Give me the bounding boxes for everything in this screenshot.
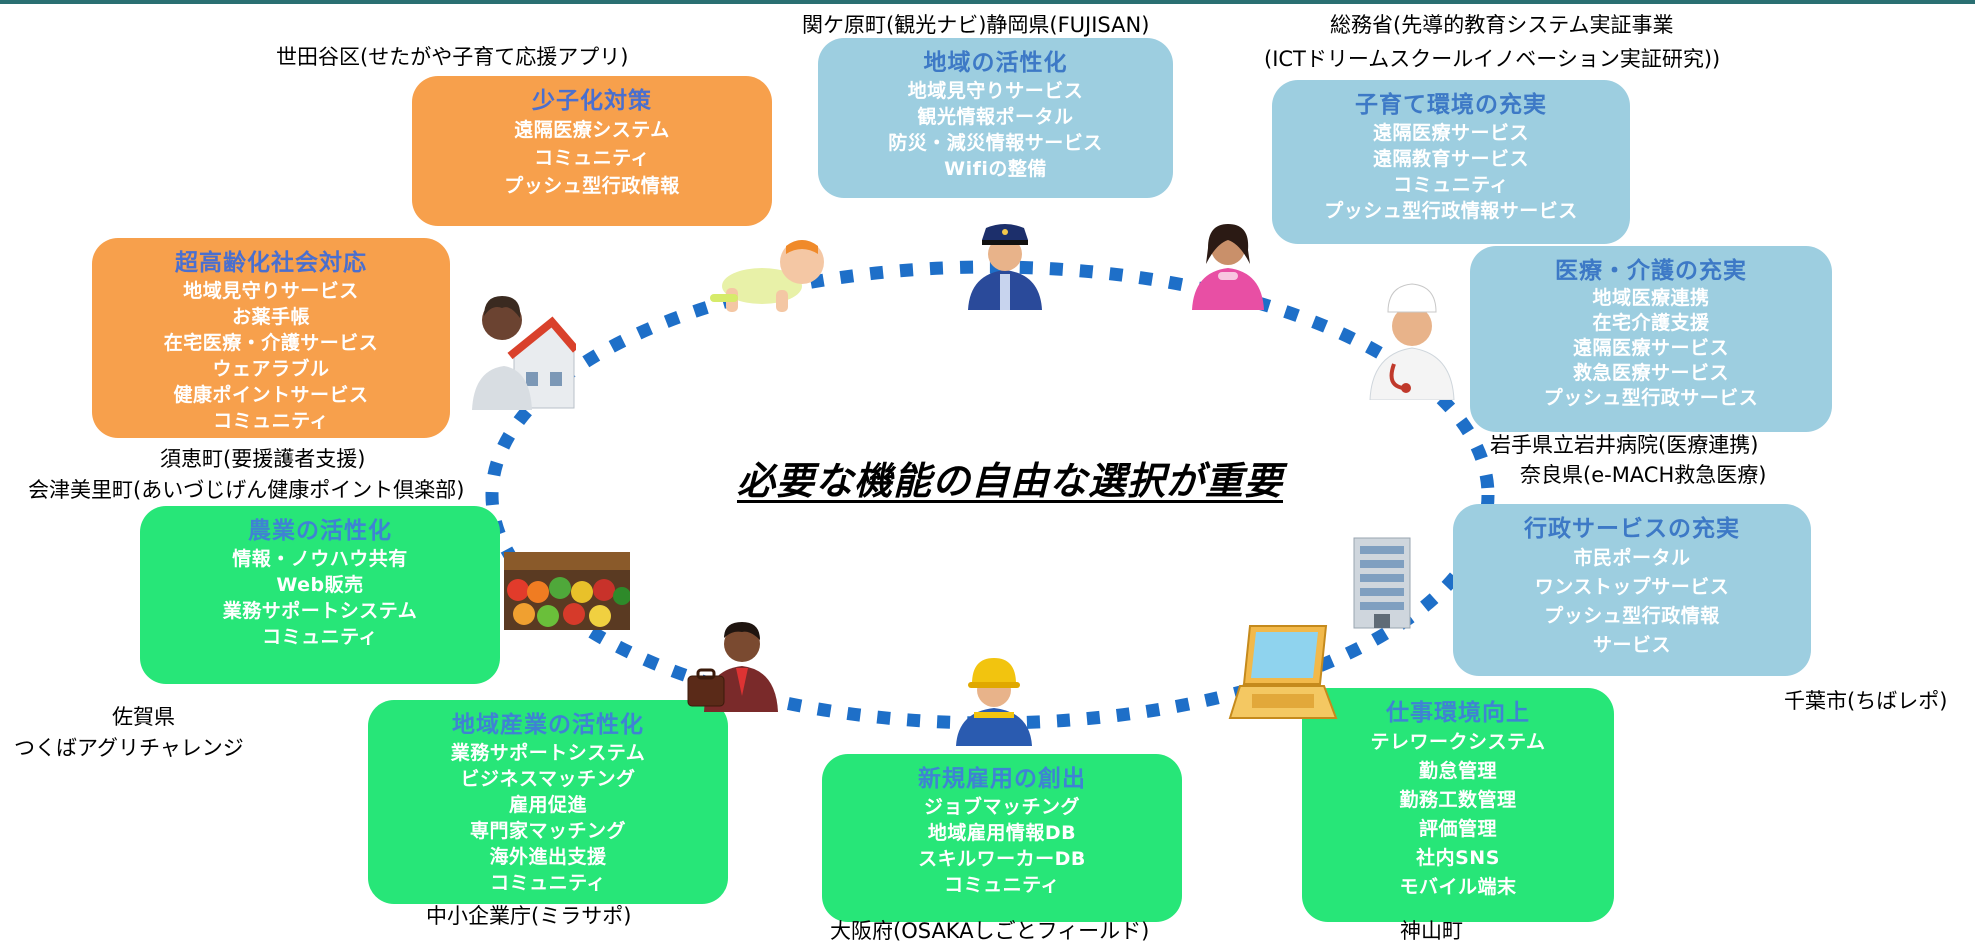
caption-saga: 佐賀県 [112,705,175,729]
box-sangyo: 地域産業の活性化 業務サポートシステム ビジネスマッチング 雇用促進 専門家マッ… [368,700,728,904]
box-shigoto: 仕事環境向上 テレワークシステム 勤怠管理 勤務工数管理 評価管理 社内SNS … [1302,688,1614,922]
vegetables-icon [504,552,630,630]
construction-worker-icon [956,658,1032,746]
caption-somusho-1: 総務省(先導的教育システム実証事業 [1330,13,1674,37]
mother-icon [1192,224,1264,310]
box-item: コミュニティ [262,626,378,648]
caption-chusho: 中小企業庁(ミラサポ) [426,904,632,928]
box-item: テレワークシステム [1370,731,1546,753]
dashed-ring [485,260,1495,730]
caption-sekigahara: 関ケ原町(観光ナビ)静岡県(FUJISAN) [802,13,1150,37]
box-item: 社内SNS [1416,847,1500,869]
box-title: 超高齢化社会対応 [175,250,367,276]
box-item: 在宅介護支援 [1592,312,1710,334]
caption-setagaya: 世田谷区(せたがや子育て応援アプリ) [276,45,629,69]
box-item: 遠隔教育サービス [1372,148,1529,170]
box-item: 業務サポートシステム [222,600,418,622]
caption-tsukuba: つくばアグリチャレンジ [14,736,244,760]
caption-nara: 奈良県(e-MACH救急医療) [1520,463,1767,487]
box-item: 地域医療連携 [1592,287,1710,309]
box-koyo: 新規雇用の創出 ジョブマッチング 地域雇用情報DB スキルワーカーDB コミュニ… [822,754,1182,922]
box-title: 地域の活性化 [923,50,1068,76]
box-item: お薬手帳 [231,306,310,328]
box-item: 海外進出支援 [489,846,607,868]
box-item: 雇用促進 [508,794,587,816]
box-item: コミュニティ [534,147,650,169]
box-item: コミュニティ [490,872,606,894]
box-chiiki: 地域の活性化 地域見守りサービス 観光情報ポータル 防災・減災情報サービス Wi… [818,38,1173,198]
box-item: 業務サポートシステム [450,742,646,764]
caption-somusho-2: (ICTドリームスクールイノベーション実証研究)) [1264,47,1721,71]
box-item: 市民ポータル [1573,547,1691,569]
box-title: 子育て環境の充実 [1355,92,1547,118]
box-item: プッシュ型行政情報 [504,175,680,197]
top-accent-bar [0,0,1975,4]
box-item: 遠隔医療システム [514,119,670,141]
box-item: サービス [1592,634,1671,656]
box-item: 遠隔医療サービス [1372,122,1529,144]
caption-aizu: 会津美里町(あいづじげん健康ポイント倶楽部) [28,478,465,502]
box-kosodate: 子育て環境の充実 遠隔医療サービス 遠隔教育サービス コミュニティ プッシュ型行… [1272,80,1630,244]
box-item: 地域雇用情報DB [927,822,1077,844]
office-building-icon [1353,537,1411,629]
laptop-icon [1228,625,1338,719]
box-item: モバイル端末 [1399,876,1517,898]
box-item: ウェアラブル [212,358,330,380]
elderly-house-icon [472,296,576,410]
box-item: プッシュ型行政情報サービス [1324,200,1578,222]
box-item: Web販売 [276,574,364,596]
box-item: 在宅医療・介護サービス [163,332,379,354]
box-item: 遠隔医療サービス [1572,337,1729,359]
caption-osaka: 大阪府(OSAKAしごとフィールド) [830,919,1150,943]
police-officer-icon [968,224,1042,310]
box-iryo: 医療・介護の充実 地域医療連携 在宅介護支援 遠隔医療サービス 救急医療サービス… [1470,246,1832,432]
caption-sue: 須恵町(要援護者支援) [160,447,366,471]
box-title: 少子化対策 [532,88,652,114]
box-item: ワンストップサービス [1534,576,1730,598]
box-item: スキルワーカーDB [918,848,1086,870]
box-item: プッシュ型行政情報 [1544,605,1720,627]
box-nogyo: 農業の活性化 情報・ノウハウ共有 Web販売 業務サポートシステム コミュニティ [140,506,500,684]
box-title: 農業の活性化 [248,518,392,544]
box-title: 地域産業の活性化 [452,712,644,738]
box-item: 救急医療サービス [1572,362,1729,384]
doctor-icon [1369,283,1455,400]
box-item: ビジネスマッチング [460,768,636,790]
box-item: コミュニティ [213,410,329,432]
caption-iwate: 岩手県立岩井病院(医療連携) [1490,433,1759,457]
box-item: コミュニティ [944,874,1060,896]
box-item: 地域見守りサービス [183,280,359,302]
box-item: 観光情報ポータル [917,106,1074,128]
box-item: 防災・減災情報サービス [888,132,1103,154]
box-item: プッシュ型行政サービス [1543,387,1759,409]
box-item: 評価管理 [1418,818,1497,840]
box-item: 地域見守りサービス [907,80,1084,102]
box-title: 行政サービスの充実 [1524,516,1740,542]
box-title: 新規雇用の創出 [918,766,1086,792]
caption-kamiyama: 神山町 [1400,919,1463,943]
businessman-icon [687,622,778,712]
box-chokoreika: 超高齢化社会対応 地域見守りサービス お薬手帳 在宅医療・介護サービス ウェアラ… [92,238,450,438]
box-item: 勤怠管理 [1418,760,1497,782]
box-item: ジョブマッチング [923,796,1080,818]
box-title: 仕事環境向上 [1386,700,1530,726]
box-item: コミュニティ [1393,174,1509,196]
box-shoshika: 少子化対策 遠隔医療システム コミュニティ プッシュ型行政情報 [412,76,772,226]
caption-chiba: 千葉市(ちばレポ) [1784,689,1948,713]
box-item: 健康ポイントサービス [173,384,369,406]
box-item: 情報・ノウハウ共有 [232,548,408,570]
center-message: 必要な機能の自由な選択が重要 [736,459,1283,503]
box-title: 医療・介護の充実 [1555,258,1747,284]
box-item: 勤務工数管理 [1399,789,1517,811]
box-gyosei: 行政サービスの充実 市民ポータル ワンストップサービス プッシュ型行政情報 サー… [1453,504,1811,676]
baby-icon [710,240,824,312]
box-item: 専門家マッチング [469,820,626,842]
box-item: Wifiの整備 [944,158,1047,180]
